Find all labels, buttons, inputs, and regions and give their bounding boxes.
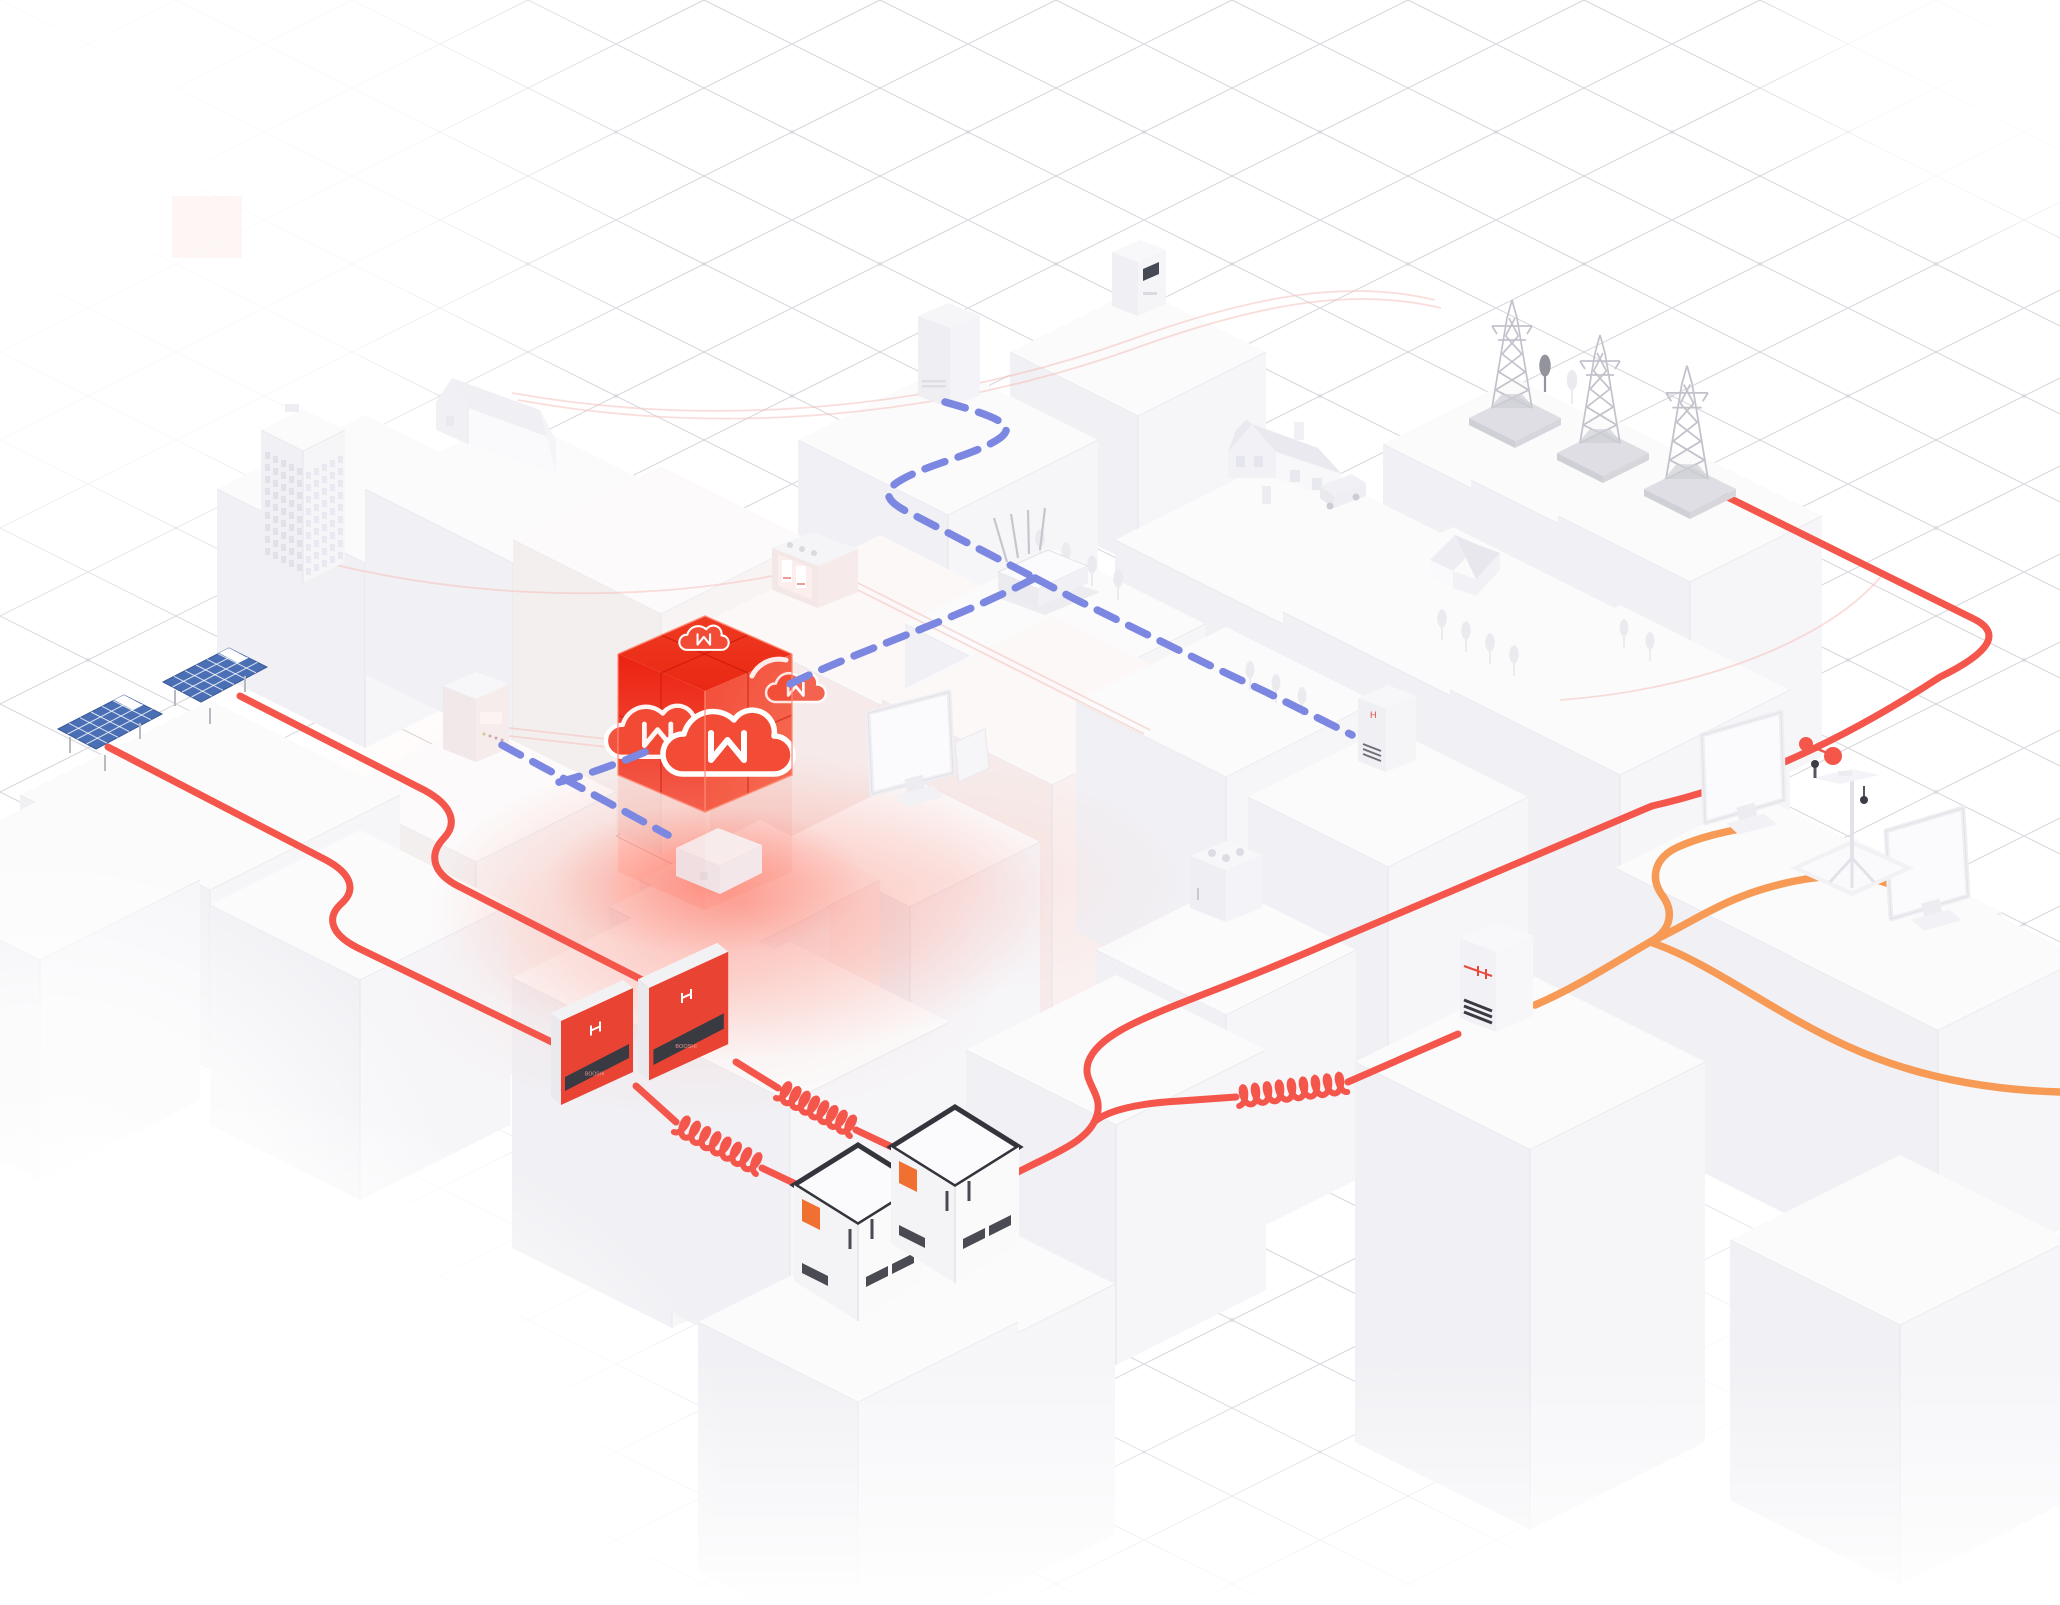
svg-text:BOOSHI: BOOSHI (675, 1044, 697, 1050)
svg-text:H: H (1370, 710, 1377, 720)
svg-text:BOOSHI: BOOSHI (585, 1072, 604, 1078)
